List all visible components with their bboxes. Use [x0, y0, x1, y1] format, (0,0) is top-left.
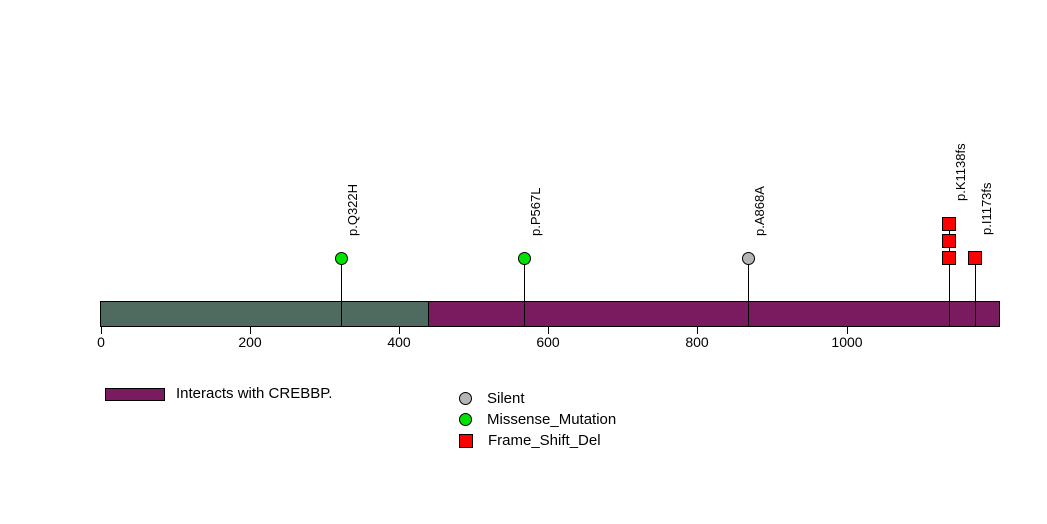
axis-tick-label: 600: [536, 334, 560, 350]
domain-legend: Interacts with CREBBP.: [105, 386, 332, 402]
protein-domain-segment: [100, 301, 431, 327]
domain-legend-label: Interacts with CREBBP.: [176, 385, 333, 402]
mutation-marker-square[interactable]: [968, 251, 982, 265]
mutation-label: p.Q322H: [345, 183, 360, 236]
axis-tick: [548, 327, 549, 334]
mutation-marker-circle[interactable]: [518, 252, 531, 265]
mutation-label: p.P567L: [528, 187, 543, 236]
mutation-legend-label: Missense_Mutation: [487, 410, 617, 428]
mutation-marker-square[interactable]: [942, 217, 956, 231]
domain-legend-swatch: [105, 387, 165, 401]
axis-tick-label: 400: [387, 334, 411, 350]
axis-tick: [847, 327, 848, 334]
axis-tick: [101, 327, 102, 334]
mutation-legend-row: Frame_Shift_Del: [459, 430, 616, 451]
mutation-legend-marker-circle: [459, 392, 472, 405]
axis-tick: [697, 327, 698, 334]
mutation-label: p.I1173fs: [979, 182, 994, 235]
protein-domain-segment: [428, 301, 1001, 327]
axis-tick: [399, 327, 400, 334]
mutation-marker-square[interactable]: [942, 234, 956, 248]
axis-tick: [250, 327, 251, 334]
mutation-legend-row: Missense_Mutation: [459, 409, 616, 430]
lollipop-stem: [524, 258, 525, 327]
mutation-marker-circle[interactable]: [742, 252, 755, 265]
mutation-legend-label: Silent: [487, 389, 525, 407]
axis-tick-label: 0: [97, 334, 105, 350]
lollipop-stem: [341, 258, 342, 327]
mutation-label: p.K1138fs: [953, 143, 968, 201]
axis-tick-label: 1000: [831, 334, 863, 350]
mutation-legend-marker-square: [459, 433, 473, 448]
lollipop-stem: [975, 258, 976, 327]
lollipop-stem: [949, 224, 950, 327]
mutation-legend-row: Silent: [459, 388, 616, 409]
mutation-marker-circle[interactable]: [335, 252, 348, 265]
axis-tick-label: 800: [685, 334, 709, 350]
mutation-label: p.A868A: [752, 186, 767, 236]
lollipop-stem: [748, 258, 749, 327]
mutation-legend-marker-circle: [459, 413, 472, 426]
axis-tick-label: 200: [238, 334, 262, 350]
mutation-legend-label: Frame_Shift_Del: [488, 431, 601, 449]
mutation-marker-square[interactable]: [942, 251, 956, 265]
